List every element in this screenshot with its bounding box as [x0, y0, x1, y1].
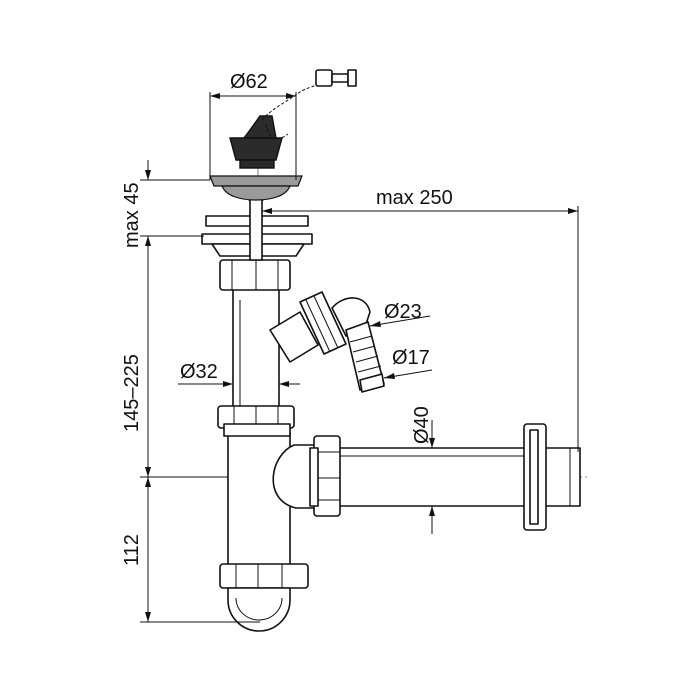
label-branch-inner: Ø17	[392, 347, 430, 369]
outlet-pipe	[337, 423, 581, 531]
label-height-range: 145–225	[121, 354, 143, 432]
vertical-pipe	[217, 285, 295, 437]
label-inlet-diameter: Ø62	[230, 71, 268, 93]
dimension-outlet-diameter: Ø40	[411, 406, 435, 534]
label-branch-outer: Ø23	[384, 301, 422, 323]
label-pipe-diameter: Ø32	[180, 361, 218, 383]
dimension-branch-outer: Ø23	[369, 301, 431, 327]
dimension-pipe-diameter: Ø32	[178, 361, 300, 387]
label-max-height-top: max 45	[121, 182, 143, 248]
label-bottom-height: 112	[121, 534, 143, 566]
sink-strainer	[201, 175, 313, 261]
dimension-max-length: max 250	[262, 187, 579, 452]
plug-with-chain	[229, 69, 357, 169]
label-outlet-diameter: Ø40	[411, 406, 433, 444]
dimension-inlet-diameter: Ø62	[209, 71, 297, 180]
dimension-branch-inner: Ø17	[383, 347, 433, 379]
label-max-length: max 250	[376, 187, 453, 209]
dimension-max-height-top: max 45	[121, 160, 210, 256]
hose-branch	[269, 291, 385, 393]
trap-body	[219, 431, 319, 632]
dimension-height-range: 145–225	[121, 236, 228, 478]
upper-nut	[219, 259, 291, 291]
outlet-nut	[309, 435, 341, 517]
dimension-bottom-height: 112	[121, 477, 260, 623]
